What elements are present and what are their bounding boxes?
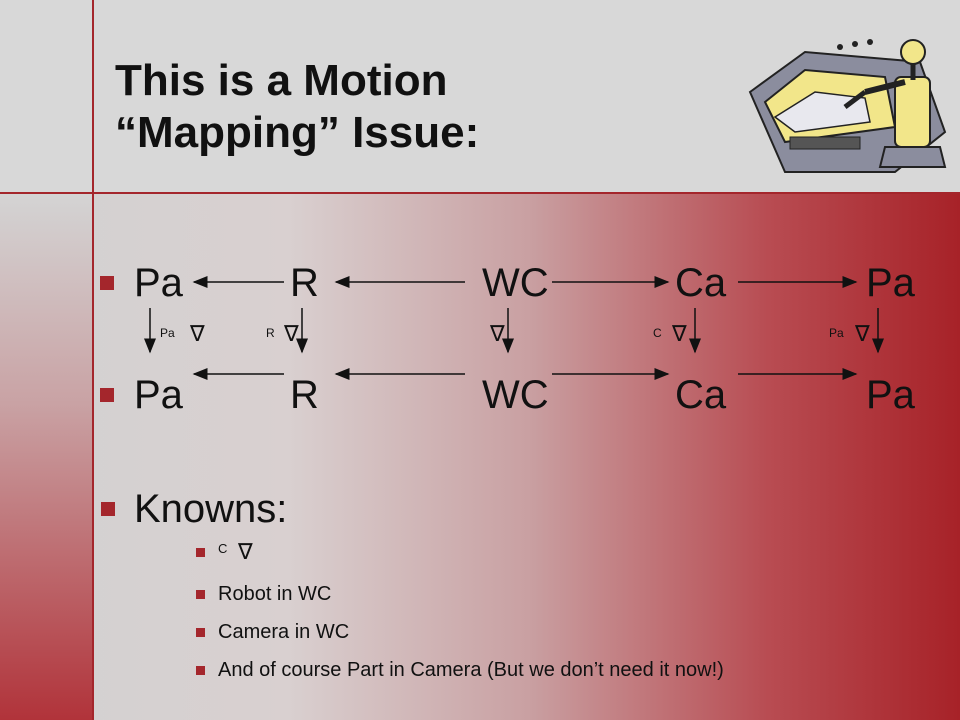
mapping-row-1: Pa R WC Ca Pa xyxy=(100,258,940,308)
known-delta-symbol: ∇ xyxy=(238,539,253,564)
delta-symbol-5: ∇ xyxy=(855,321,870,346)
bullet-knowns xyxy=(101,502,115,516)
row1-term-pa-end: Pa xyxy=(866,261,915,305)
sub-bullet-3 xyxy=(196,628,205,637)
row1-term-r: R xyxy=(290,261,319,305)
knowns-heading: Knowns: xyxy=(134,487,288,531)
known-item-camera: Camera in WC xyxy=(218,621,350,643)
mapping-row-2: Pa R WC Ca Pa xyxy=(100,370,940,420)
row2-term-wc: WC xyxy=(482,373,549,417)
known-item-part: And of course Part in Camera (But we don… xyxy=(218,659,724,681)
bullet-row-2 xyxy=(100,388,114,402)
content-background xyxy=(0,193,960,720)
delta-symbol-1: ∇ xyxy=(190,321,205,346)
row1-term-ca: Ca xyxy=(675,261,727,305)
bullet-row-1 xyxy=(100,276,114,290)
row1-term-wc: WC xyxy=(482,261,549,305)
sub-bullet-4 xyxy=(196,666,205,675)
row2-term-ca: Ca xyxy=(675,373,727,417)
row2-term-pa-end: Pa xyxy=(866,373,915,417)
row2-term-pa: Pa xyxy=(134,373,183,417)
vertical-accent-line xyxy=(92,0,94,720)
row2-term-r: R xyxy=(290,373,319,417)
transform-label-c: C xyxy=(653,326,662,340)
transform-label-pa-end: Pa xyxy=(829,326,844,340)
known-item-c: C xyxy=(218,541,228,556)
transform-label-r: R xyxy=(266,326,275,340)
left-gradient-strip xyxy=(0,193,93,720)
delta-symbol-3: ∇ xyxy=(490,321,505,346)
title-line-1: This is a Motion xyxy=(115,56,448,105)
known-item-robot: Robot in WC xyxy=(218,583,332,605)
horizontal-accent-line xyxy=(0,192,960,194)
sub-bullet-1 xyxy=(196,548,205,557)
robot-arm-car-clipart-icon xyxy=(748,39,947,173)
title-line-2: “Mapping” Issue: xyxy=(115,108,480,157)
sub-bullet-2 xyxy=(196,590,205,599)
delta-symbol-2: ∇ xyxy=(284,321,299,346)
transform-label-pa: Pa xyxy=(160,326,175,340)
row1-term-pa: Pa xyxy=(134,261,183,305)
delta-symbol-4: ∇ xyxy=(672,321,687,346)
slide-title: This is a Motion “Mapping” Issue: xyxy=(115,55,479,159)
